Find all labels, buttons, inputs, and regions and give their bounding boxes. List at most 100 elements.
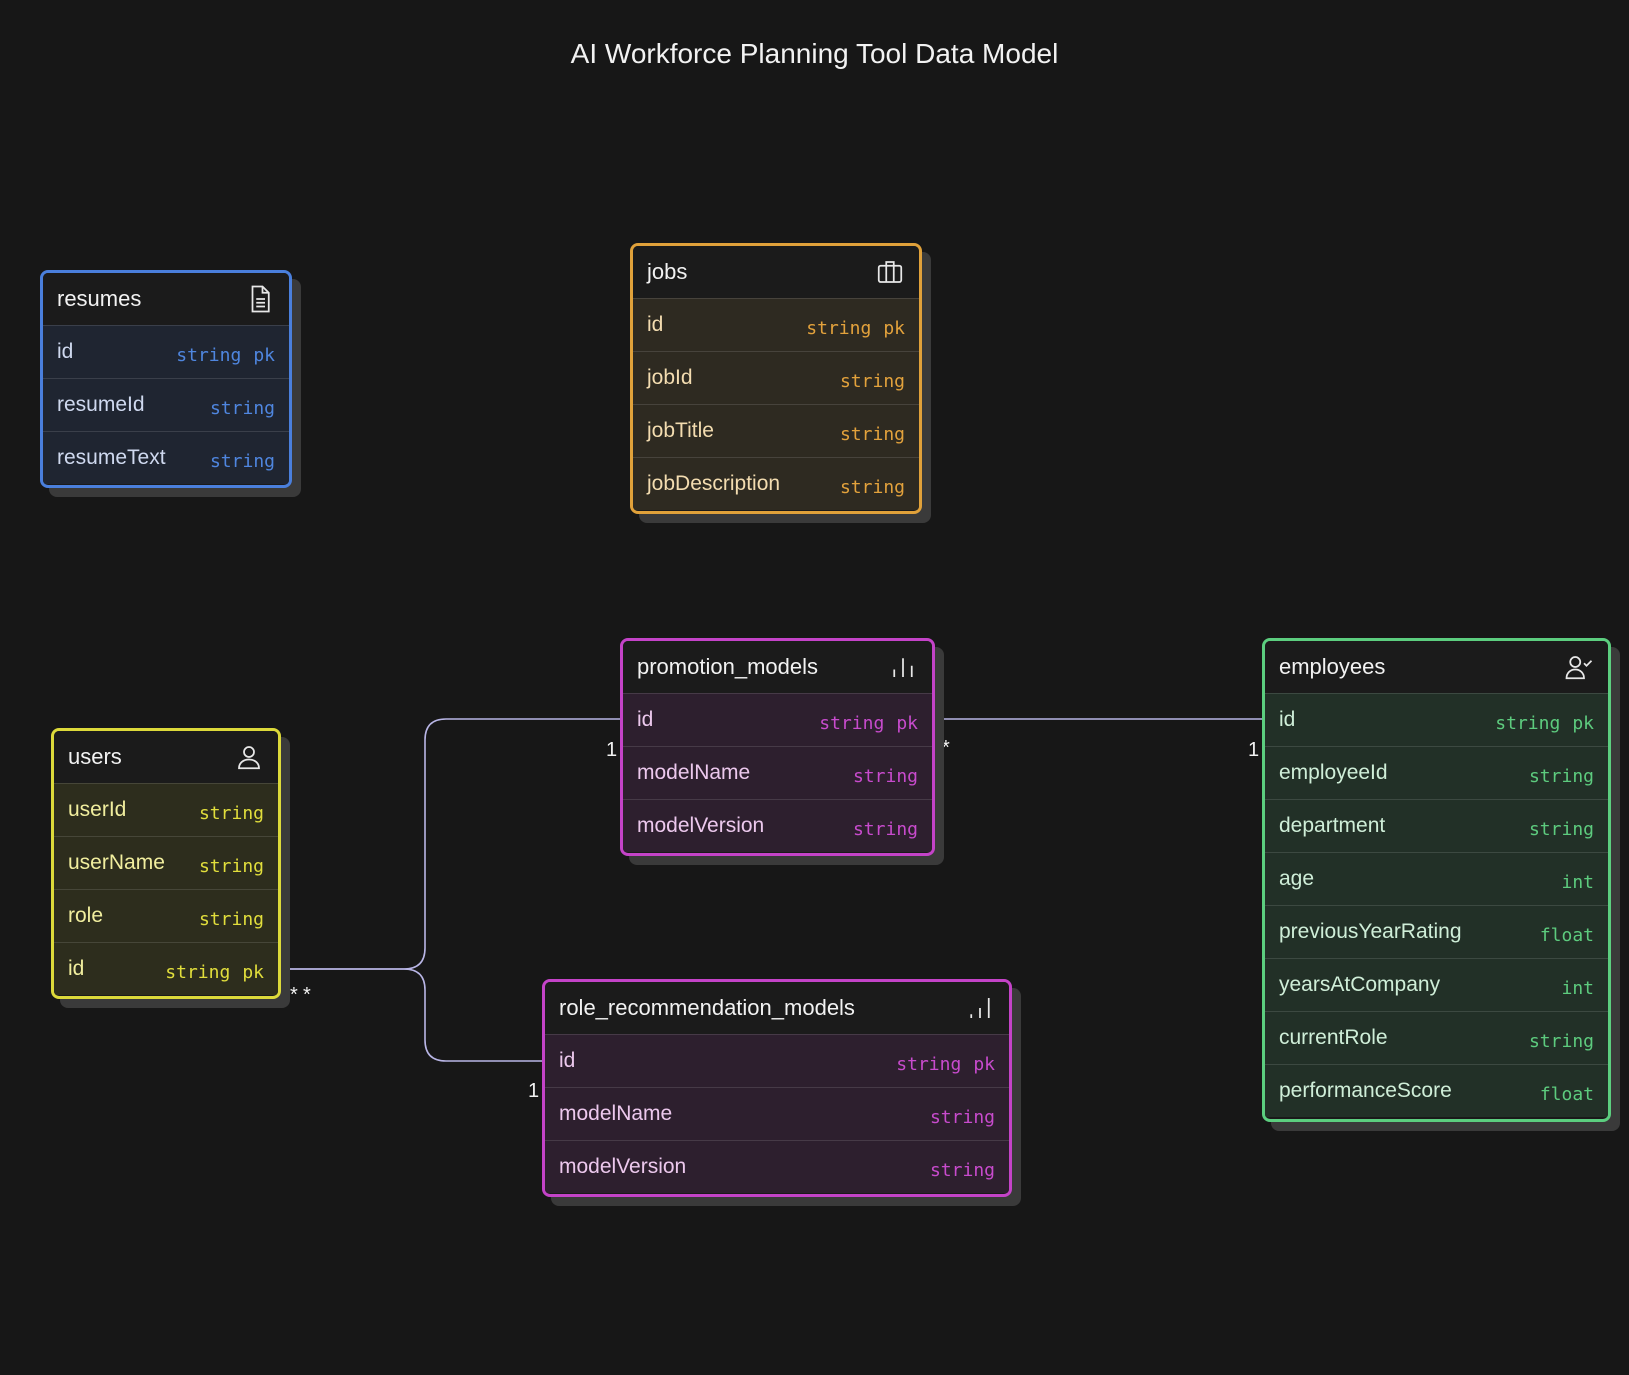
table-title: role_recommendation_models (559, 995, 855, 1020)
field-name: userId (68, 798, 127, 821)
field-name: age (1279, 867, 1315, 890)
cardinality-role-one: 1 (528, 1080, 539, 1102)
field-type: string (1529, 813, 1594, 840)
user-icon (238, 746, 260, 770)
field-type-label: string (165, 961, 231, 983)
field-name: resumeText (57, 446, 166, 469)
field-type-label: string (896, 1053, 962, 1075)
field-name: id (637, 708, 654, 731)
field-type-label: float (1539, 1083, 1594, 1105)
link-users-promotion-models (279, 718, 623, 970)
field-row-age[interactable]: age int (1265, 852, 1608, 905)
field-row-id[interactable]: id string pk (1265, 693, 1608, 746)
primary-key-badge: pk (1572, 712, 1594, 734)
field-row-modelversion[interactable]: modelVersion string (623, 799, 932, 852)
cardinality-employees-one: 1 (1248, 739, 1259, 761)
field-row-modelversion[interactable]: modelVersion string (545, 1140, 1009, 1193)
field-type: string (840, 471, 905, 498)
field-row-username[interactable]: userName string (54, 836, 278, 889)
field-type: string (210, 445, 275, 472)
field-row-yearsatcompany[interactable]: yearsAtCompany int (1265, 958, 1608, 1011)
field-name: department (1279, 814, 1386, 837)
field-name: modelVersion (637, 814, 765, 837)
field-name: id (1279, 708, 1296, 731)
field-name: yearsAtCompany (1279, 973, 1441, 996)
field-name: userName (68, 851, 165, 874)
primary-key-badge: pk (253, 344, 275, 366)
field-name: id (559, 1049, 576, 1072)
field-type-label: string (852, 765, 918, 787)
field-type: string (1529, 760, 1594, 787)
field-type-label: string (198, 855, 264, 877)
field-name: modelVersion (559, 1155, 687, 1178)
cardinality-promo-one: 1 (606, 739, 617, 761)
field-type-label: string (929, 1159, 995, 1181)
cardinality-users-role: * (303, 984, 311, 1006)
field-type-label: string (852, 818, 918, 840)
field-type: string (853, 813, 918, 840)
table-title: promotion_models (637, 654, 818, 679)
field-type-label: string (1528, 765, 1594, 787)
field-type-label: int (1561, 871, 1594, 893)
primary-key-badge: pk (883, 317, 905, 339)
field-name: previousYearRating (1279, 920, 1462, 943)
field-type-label: string (819, 712, 885, 734)
field-type-label: string (1528, 818, 1594, 840)
field-type: string (1529, 1025, 1594, 1052)
link-users-role-recommendation-models (279, 968, 545, 1062)
field-type: string (840, 365, 905, 392)
field-row-department[interactable]: department string (1265, 799, 1608, 852)
field-type: string (930, 1154, 995, 1181)
field-type: string (930, 1101, 995, 1128)
field-type-label: string (929, 1106, 995, 1128)
user-check-icon (1565, 656, 1593, 680)
field-type-label: string (839, 370, 905, 392)
field-type-label: string (839, 476, 905, 498)
table-title: users (68, 744, 122, 769)
field-type: string (210, 392, 275, 419)
field-type: string (840, 418, 905, 445)
field-type: string (853, 760, 918, 787)
field-type-label: int (1561, 977, 1594, 999)
field-type-label: string (1495, 712, 1561, 734)
field-name: modelName (559, 1102, 673, 1125)
field-type: string pk (1495, 707, 1594, 734)
document-icon (251, 285, 270, 313)
diagram-title: AI Workforce Planning Tool Data Model (570, 38, 1059, 69)
field-row-modelname[interactable]: modelName string (545, 1087, 1009, 1140)
field-row-resumetext[interactable]: resumeText string (43, 431, 289, 484)
field-type-label: string (1528, 1030, 1594, 1052)
table-title: resumes (57, 286, 142, 311)
bar-chart-ascending-icon (970, 998, 990, 1018)
